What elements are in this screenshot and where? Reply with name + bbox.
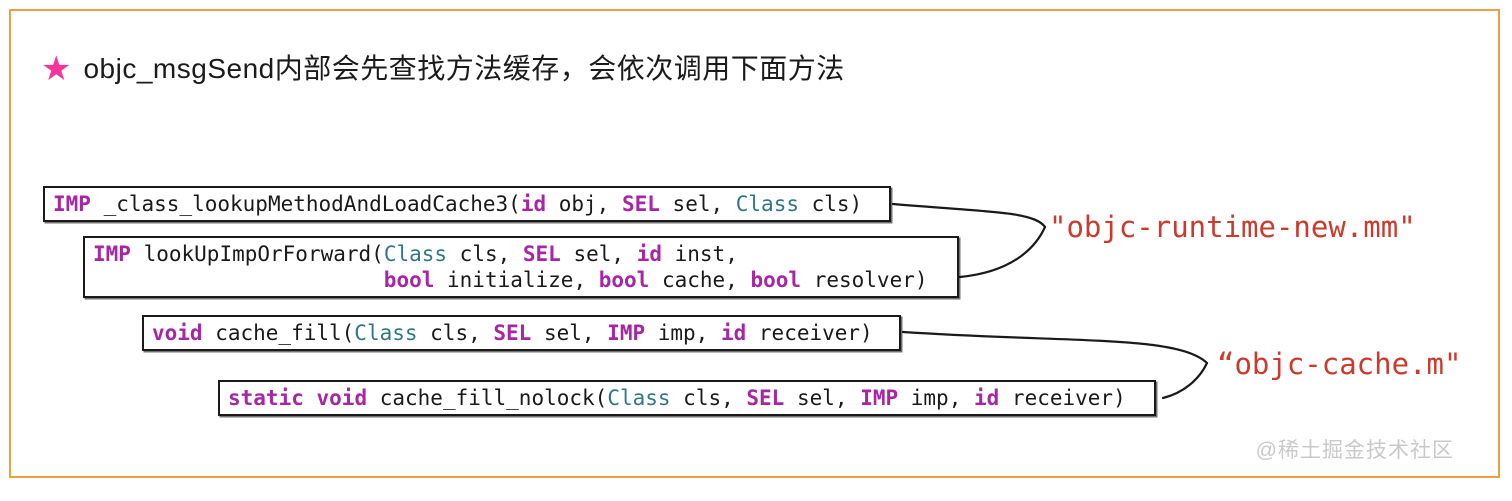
file-label-objc-runtime-new: "objc-runtime-new.mm" [1049,210,1416,244]
code-box-cache-fill: void cache_fill(Class cls, SEL sel, IMP … [142,315,901,351]
code-box-class-lookupmethodandloadcache3: IMP _class_lookupMethodAndLoadCache3(id … [43,186,891,222]
brace-runtime-new-top [891,202,1047,229]
code-text-class-lookupmethodandloadcache3: IMP _class_lookupMethodAndLoadCache3(id … [53,192,863,216]
diagram-frame: ★ objc_msgSend内部会先查找方法缓存，会依次调用下面方法 IMP _… [9,9,1500,478]
watermark: @稀土掘金技术社区 [1255,439,1454,462]
brace-runtime-new-bottom [958,225,1047,279]
brace-cache-top [901,330,1209,365]
code-text-cache-fill: void cache_fill(Class cls, SEL sel, IMP … [152,321,873,345]
brace-cache-bottom [1161,361,1209,400]
code-box-cache-fill-nolock: static void cache_fill_nolock(Class cls,… [218,380,1156,416]
title-text: objc_msgSend内部会先查找方法缓存，会依次调用下面方法 [83,53,845,84]
code-box-lookupimporforward: IMP lookUpImpOrForward(Class cls, SEL se… [83,236,959,298]
star-icon: ★ [41,50,72,88]
title: ★ objc_msgSend内部会先查找方法缓存，会依次调用下面方法 [41,51,845,87]
code-text-lookupimporforward: IMP lookUpImpOrForward(Class cls, SEL se… [93,242,928,292]
file-label-objc-cache: “objc-cache.m" [1217,347,1462,381]
code-text-cache-fill-nolock: static void cache_fill_nolock(Class cls,… [228,386,1126,410]
